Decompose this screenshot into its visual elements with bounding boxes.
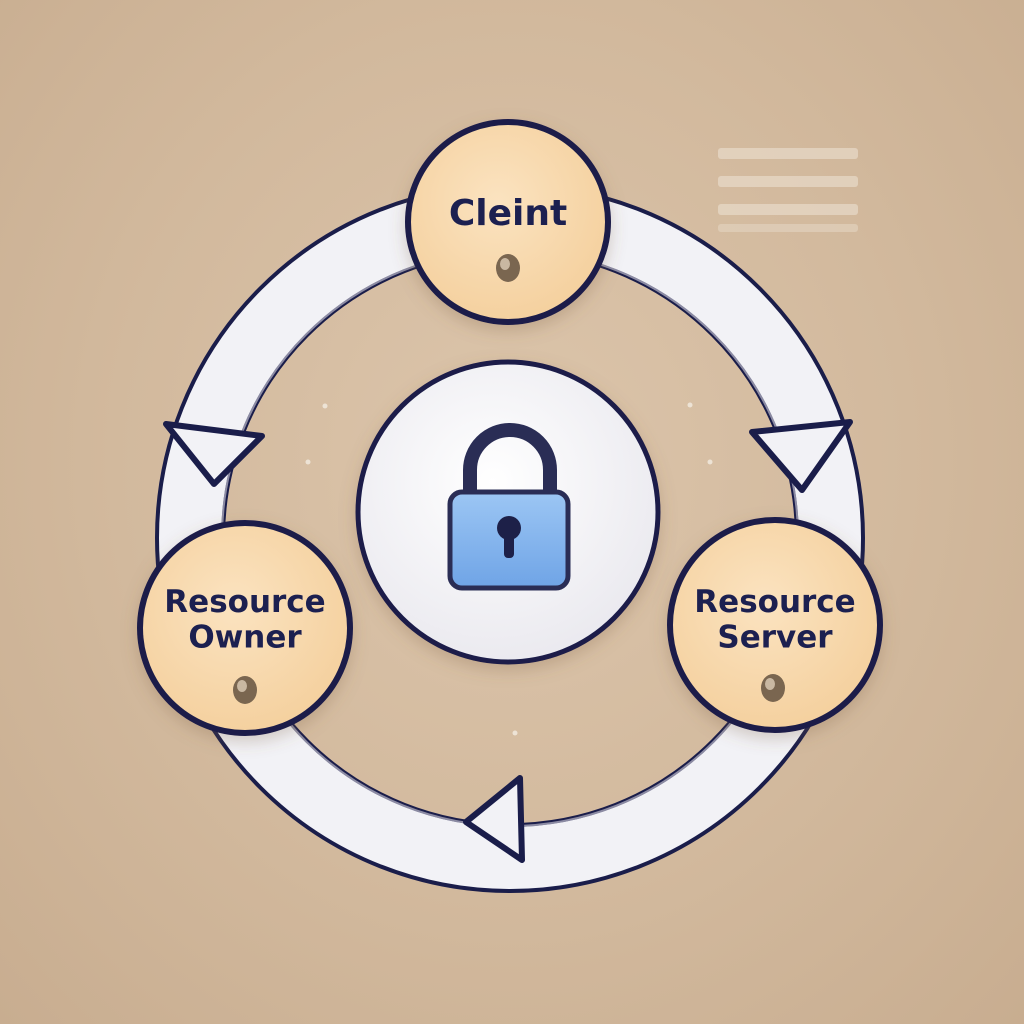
decorative-dots <box>305 402 713 736</box>
resource-owner-node <box>137 520 353 736</box>
horizontal-lines-icon <box>718 148 858 232</box>
flow-arrow-left <box>163 421 265 487</box>
resource-server-dot-icon <box>761 674 785 702</box>
client-label: Cleint <box>449 193 567 234</box>
flow-arrow-right <box>749 419 853 493</box>
client-node <box>405 119 611 325</box>
flow-arrow-bottom <box>463 775 525 863</box>
padlock-icon <box>447 423 571 591</box>
resource-owner-label-line: Resource <box>164 584 325 620</box>
resource-owner-dot-icon <box>233 676 257 704</box>
resource-server-node <box>667 517 883 733</box>
client-dot-icon <box>496 254 520 282</box>
client-label-line: Cleint <box>449 193 567 234</box>
resource-server-label-line: Server <box>717 620 833 656</box>
resource-server-label-line: Resource <box>694 584 855 620</box>
resource-owner-label-line: Owner <box>188 620 302 656</box>
